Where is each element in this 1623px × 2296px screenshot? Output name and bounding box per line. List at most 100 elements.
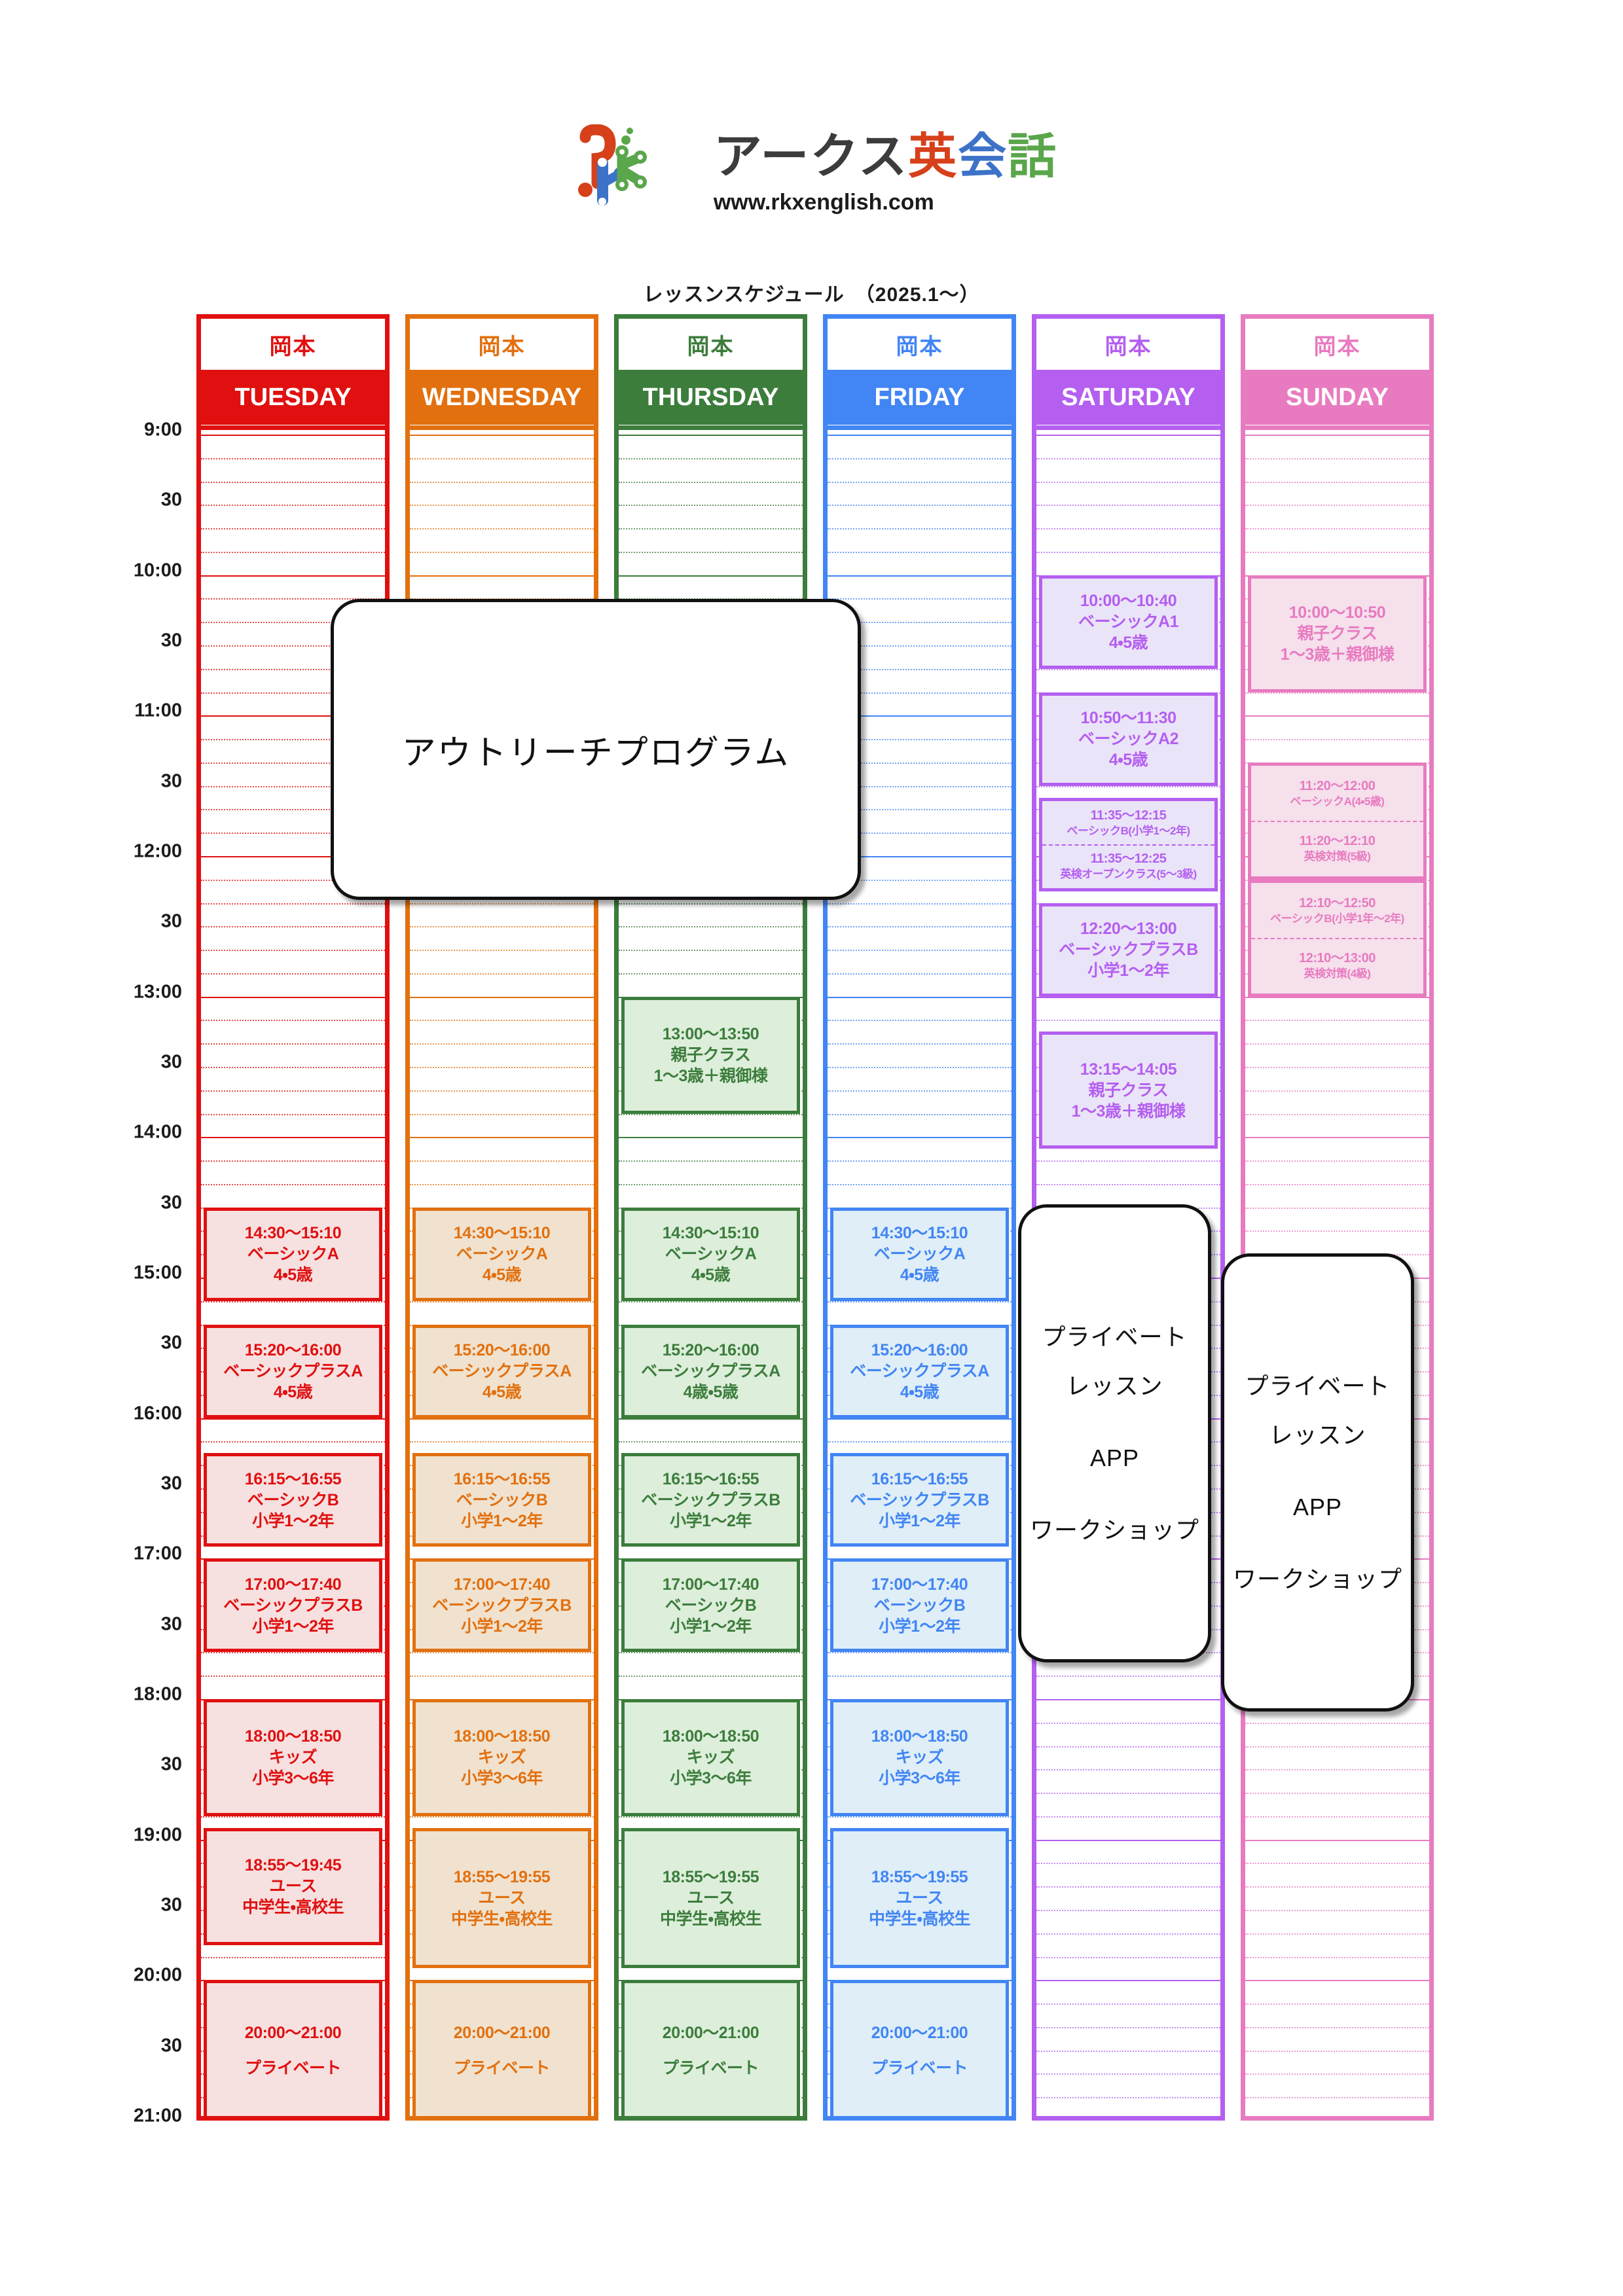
lesson-split-top[interactable]: 12:10〜12:50 ベーシックB(小学1年〜2年) [1251,883,1423,938]
grid-line [410,1816,594,1818]
time-label: 18:00 [133,1683,182,1705]
lesson-age: 1〜3歳＋親御様 [1280,645,1395,664]
logo: アークス英会話 www.rkxenglish.com [566,124,1057,223]
lesson-name: ベーシックプラスA [432,1362,572,1381]
lesson-name: ユース [269,1877,317,1896]
grid-line [1245,2003,1429,2005]
callout-outreach-label: アウトリーチプログラム [401,734,790,772]
lesson-time: 16:15〜16:55 [871,1469,968,1488]
grid-line [410,973,594,975]
lesson-time: 17:00〜17:40 [662,1575,759,1594]
day-name: SATURDAY [1036,370,1220,425]
grid-line [201,739,385,741]
grid-line [619,575,803,577]
grid-line [201,528,385,530]
lesson-time: 18:00〜18:50 [453,1727,551,1746]
lesson-time: 15:20〜16:00 [871,1341,968,1360]
lesson-time: 16:15〜16:55 [244,1469,342,1488]
split-divider [1042,844,1214,846]
lesson-name: プライベート [453,2058,551,2077]
grid-line [828,1160,1012,1162]
teacher-name: 岡本 [1036,319,1220,370]
grid-line [410,1113,594,1115]
grid-line [619,1441,803,1443]
lesson-time: 11:35〜12:15 [1090,808,1167,823]
grid-line [619,1418,803,1420]
grid-line [828,481,1012,483]
grid-line [619,435,803,436]
lesson-time: 11:35〜12:25 [1090,852,1167,867]
lesson-age: 4・5歳 [691,1266,731,1285]
grid-line [201,973,385,975]
grid-line [1036,528,1220,530]
lesson-name: ユース [478,1889,526,1908]
page-title: レッスンスケジュール （2025.1〜） [643,284,980,306]
lesson-name: キッズ [477,1748,526,1767]
lesson-time: 18:55〜19:55 [662,1868,759,1887]
grid-line [201,809,385,811]
grid-line [1245,1183,1429,1185]
grid-line [828,692,1012,694]
grid-line [410,1418,594,1420]
grid-line [1036,1676,1220,1677]
grid-line [201,1676,385,1677]
grid-line [1245,1160,1429,1162]
grid-line [619,1652,803,1654]
grid-line [201,1183,385,1185]
grid-line [201,856,385,857]
lesson-age: 4・5歳 [273,1383,313,1402]
grid-line [828,1020,1012,1022]
grid-line [1036,1863,1220,1865]
lesson-name: プライベート [244,2058,342,2077]
lesson-age: 小学3〜6年 [879,1769,960,1788]
grid-line [201,1418,385,1420]
brand-name-katakana: アークス [713,128,909,183]
lesson-name: ベーシックB(小学1年〜2年) [1270,912,1404,925]
lesson-time: 12:10〜12:50 [1299,895,1376,910]
teacher-name: 岡本 [1245,319,1429,370]
